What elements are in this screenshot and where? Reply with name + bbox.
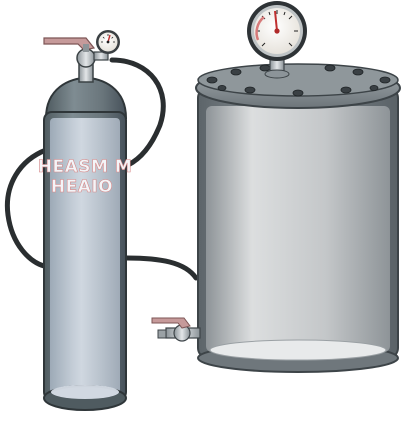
cylinder-label-line1: HEASM M: [38, 157, 133, 177]
cylinder-label-line2: HEAIO: [51, 177, 113, 197]
cylinder-window: [50, 118, 120, 398]
vacuum-tank: [195, 57, 401, 373]
tank-glass: [206, 106, 390, 352]
tank-pressure-gauge-icon: [247, 1, 307, 61]
pressure-gauge-icon: [96, 30, 120, 54]
hose: [4, 57, 199, 281]
cylinder-valve[interactable]: [43, 37, 109, 83]
tank-valve-handle[interactable]: [151, 317, 191, 329]
lid-bolts: [206, 64, 391, 97]
tank-valve[interactable]: [151, 317, 201, 342]
gas-cylinder: HEASM M HEAIO: [37, 76, 133, 411]
gauge-needle: [274, 10, 278, 32]
